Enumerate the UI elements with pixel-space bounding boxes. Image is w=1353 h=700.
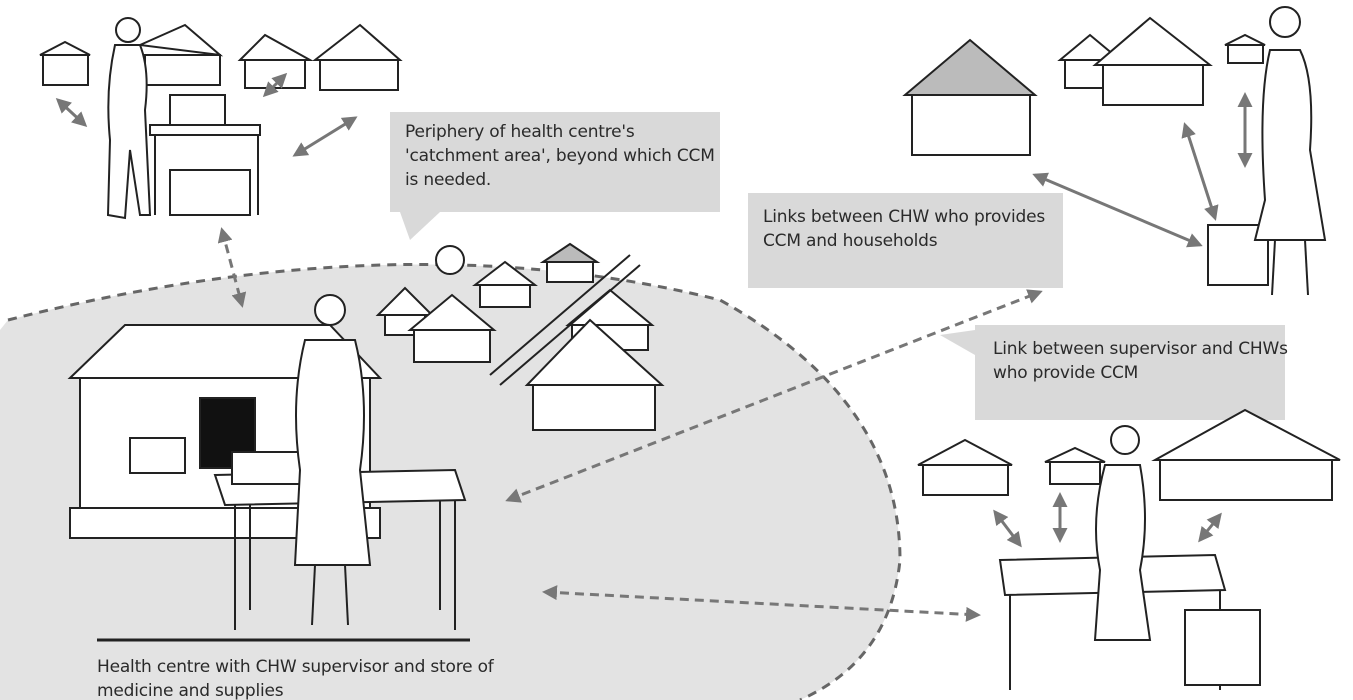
callout-periphery-box bbox=[390, 112, 720, 240]
periphery-label: Periphery of health centre's 'catchment … bbox=[405, 122, 715, 190]
health-centre bbox=[67, 294, 467, 630]
bottom-right-village bbox=[917, 408, 1341, 690]
health-centre-label: Health centre with CHW supervisor and st… bbox=[97, 657, 494, 700]
top-left-village bbox=[39, 17, 403, 220]
link-supervisor-label: Link between supervisor and CHWs who pro… bbox=[993, 339, 1288, 383]
top-right-village bbox=[902, 6, 1327, 296]
solid-link-arrows bbox=[55, 72, 1253, 548]
dashed-link-arrows bbox=[217, 227, 1043, 622]
links-households-label: Links between CHW who provides CCM and h… bbox=[763, 207, 1046, 251]
